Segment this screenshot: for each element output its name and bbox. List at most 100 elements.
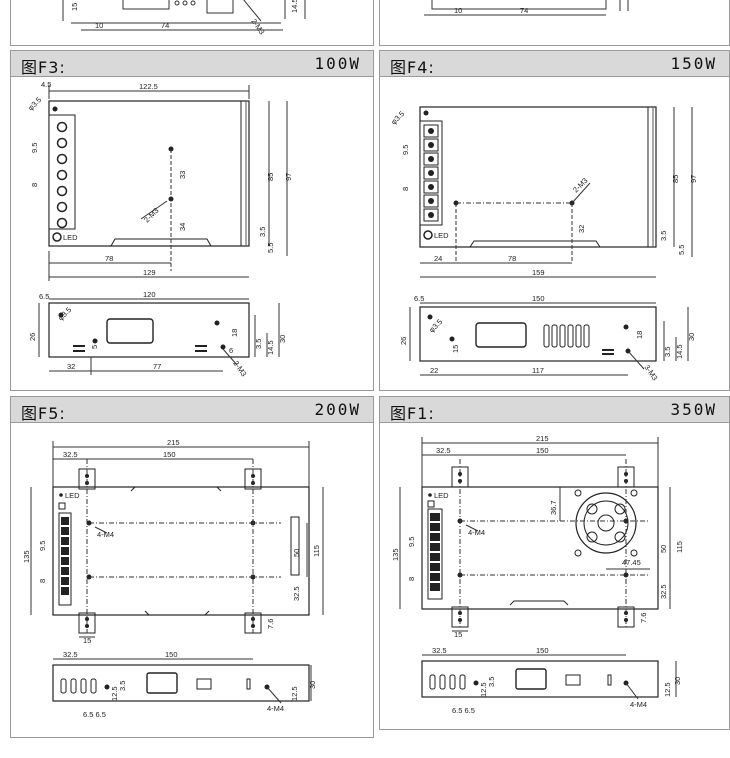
dim-top-14-5: 14.5 <box>290 0 299 13</box>
panel-f4: 图F4: 150W LED φ3.5 9.5 8 2-M3 32 <box>379 50 730 391</box>
dim-top-15: 15 <box>70 3 79 11</box>
f4-side-m3: 3-M3 <box>642 363 659 382</box>
f3-led-label: LED <box>63 233 78 242</box>
f4-dim-9-5: 9.5 <box>401 145 410 155</box>
f3-dim-34: 34 <box>178 223 187 231</box>
f5-side-12-5: 12.5 <box>110 686 119 701</box>
f1-side-12-5: 12.5 <box>479 682 488 697</box>
panel-f5-header: 图F5: 200W <box>11 397 373 423</box>
f1-side-vents <box>429 674 466 690</box>
f3-side-14-5: 14.5 <box>266 340 275 355</box>
top-left-drawing: 10 74 15 14.5 2-M3 <box>62 0 306 36</box>
f1-side-150: 150 <box>536 646 549 655</box>
f5-side-30: 30 <box>308 681 317 689</box>
f4-side-30: 30 <box>687 333 696 341</box>
f3-dim-3-5: 3.5 <box>258 227 267 237</box>
f1-led-label: LED <box>434 491 449 500</box>
f4-dim-159: 159 <box>532 268 545 277</box>
f4-side-3-5: 3.5 <box>663 347 672 357</box>
f5-dim-15: 15 <box>83 636 91 645</box>
f5-dim-32-5: 32.5 <box>63 450 78 459</box>
f1-drawing: LED 4-M4 215 32.5 150 1 <box>391 434 684 715</box>
f1-side-6-5: 6.5 6.5 <box>452 706 475 715</box>
panel-f5-power: 200W <box>314 400 361 419</box>
f3-dim-8: 8 <box>30 183 39 187</box>
f3-terminals <box>56 121 68 229</box>
f3-dim-78: 78 <box>105 254 113 263</box>
f4-terminals <box>423 124 439 222</box>
f1-side-3-5: 3.5 <box>487 677 496 687</box>
f5-side-32-5: 32.5 <box>63 650 78 659</box>
f5-terminals <box>61 517 69 595</box>
f1-terminals <box>430 513 440 591</box>
f4-side-26: 26 <box>399 337 408 345</box>
f4-vents <box>543 324 590 348</box>
f3-side-3-5: 3.5 <box>254 339 263 349</box>
f4-dim-m3: 2-M3 <box>571 176 589 194</box>
f3-side-77: 77 <box>153 362 161 371</box>
f4-led-label: LED <box>434 231 449 240</box>
f3-side-6-5: 6.5 <box>39 292 49 301</box>
f1-dim-32-5b: 32.5 <box>659 584 668 599</box>
dim-top-74: 74 <box>161 21 169 30</box>
f5-drawing: LED 4-M4 215 32.5 150 135 9.5 8 50 115 3… <box>22 438 324 719</box>
f1-dim-15: 15 <box>454 630 462 639</box>
f3-side-5: 5 <box>90 345 99 349</box>
f5-side-m4: 4-M4 <box>267 704 284 713</box>
panel-f1-label: 图F1: <box>390 404 435 423</box>
top-strip-left: 10 74 15 14.5 2-M3 <box>10 0 374 46</box>
f3-dim-33: 33 <box>178 171 187 179</box>
f1-led-icon <box>428 493 432 497</box>
f1-dim-9-5: 9.5 <box>407 537 416 547</box>
panel-f5-label: 图F5: <box>21 404 66 423</box>
panel-f1: 图F1: 350W LED <box>379 396 730 730</box>
f5-dim-50: 50 <box>292 549 301 557</box>
f4-side-6-5: 6.5 <box>414 294 424 303</box>
f1-dim-32-5: 32.5 <box>436 446 451 455</box>
top-strip-right: 10 74 <box>379 0 730 46</box>
f3-dim-phi: φ3.5 <box>26 95 43 112</box>
f4-dim-97: 97 <box>689 175 698 183</box>
f4-dim-24: 24 <box>434 254 442 263</box>
f5-side-vents <box>60 678 97 694</box>
f1-side-m4: 4-M4 <box>630 700 647 709</box>
f1-dim-135: 135 <box>391 548 400 561</box>
f3-side-phi: φ3.5 <box>56 305 73 322</box>
f5-dim-9-5: 9.5 <box>38 541 47 551</box>
f5-led-label: LED <box>65 491 80 500</box>
f4-dim-78: 78 <box>508 254 516 263</box>
f4-side-phi: φ3.5 <box>427 317 444 334</box>
f5-dim-135: 135 <box>22 550 31 563</box>
panel-f4-power: 150W <box>670 54 717 73</box>
f1-dim-m4: 4-M4 <box>468 528 485 537</box>
panel-f3: 图F3: 100W LED 4.5 122.5 φ3.5 <box>10 50 374 391</box>
f4-side-18: 18 <box>635 331 644 339</box>
f3-side-30: 30 <box>278 335 287 343</box>
dim-top-10: 10 <box>95 21 103 30</box>
f1-side-30: 30 <box>673 677 682 685</box>
f3-dim-9-5: 9.5 <box>30 143 39 153</box>
f3-side-m3: 2-M3 <box>231 359 248 378</box>
f3-side-26: 26 <box>28 333 37 341</box>
f1-dim-47-45: 47.45 <box>622 558 641 567</box>
f1-dim-8: 8 <box>407 577 416 581</box>
f5-side-12-5b: 12.5 <box>290 686 299 701</box>
panel-f5: 图F5: 200W LED <box>10 396 374 738</box>
f1-dim-50: 50 <box>659 545 668 553</box>
f3-side-32: 32 <box>67 362 75 371</box>
f4-side-150: 150 <box>532 294 545 303</box>
panel-f3-label: 图F3: <box>21 58 66 77</box>
f3-dim-4-5: 4.5 <box>41 80 51 89</box>
f4-side-22: 22 <box>430 366 438 375</box>
f4-side-117: 117 <box>532 366 544 375</box>
f3-dim-122-5: 122.5 <box>139 82 158 91</box>
dim-top-r-74: 74 <box>520 6 528 15</box>
f1-side-12-5b: 12.5 <box>663 682 672 697</box>
f1-dim-7-6: 7.6 <box>639 613 648 623</box>
f3-led-icon <box>52 232 62 242</box>
f5-dim-8: 8 <box>38 579 47 583</box>
top-right-drawing: 10 74 <box>424 0 629 16</box>
f4-dim-phi: φ3.5 <box>389 109 406 126</box>
f4-dim-85: 85 <box>671 175 680 183</box>
f4-led-icon <box>423 230 433 240</box>
